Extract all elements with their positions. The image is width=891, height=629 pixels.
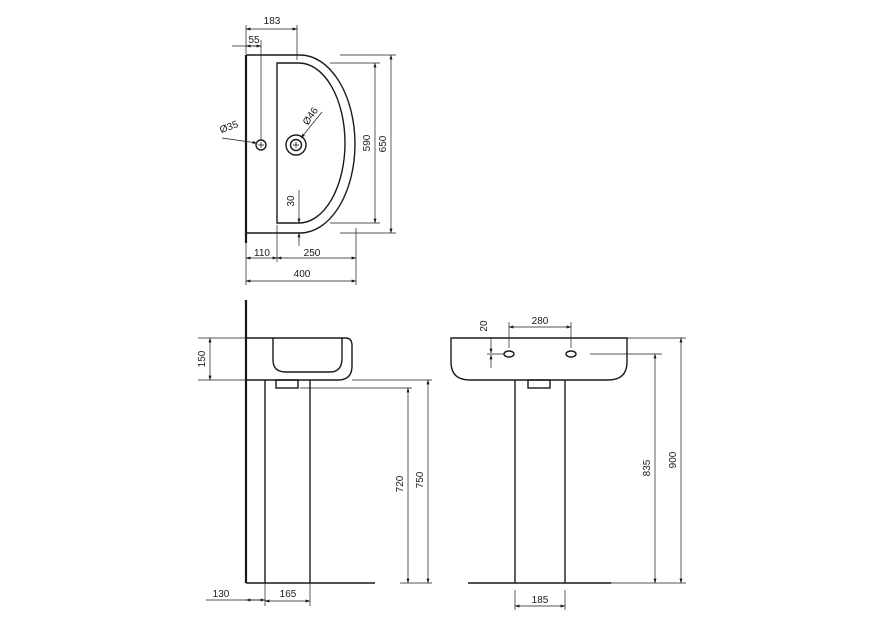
side-view: 150 720 750 130 165 (197, 300, 432, 606)
dim-280: 280 (532, 316, 549, 327)
basin-outer-outline (246, 54, 356, 234)
top-view: 183 55 Ø35 Ø46 590 650 30 110 250 (218, 16, 396, 285)
dim-590: 590 (362, 134, 373, 151)
dim-900: 900 (668, 451, 679, 468)
dim-20: 20 (479, 320, 490, 332)
front-tap-hole-left (503, 350, 515, 358)
side-trap (275, 379, 299, 389)
dim-150: 150 (197, 350, 208, 367)
side-basin-bowl (272, 338, 343, 373)
dim-183: 183 (264, 16, 281, 27)
drain-outer (285, 134, 307, 156)
dim-55: 55 (248, 35, 260, 46)
front-basin-outline (450, 337, 628, 381)
dim-30: 30 (286, 195, 297, 207)
dim-250: 250 (304, 248, 321, 259)
dim-165: 165 (280, 589, 297, 600)
dim-720: 720 (395, 475, 406, 492)
dim-835: 835 (642, 459, 653, 476)
dim-650: 650 (378, 135, 389, 152)
dim-185: 185 (532, 595, 549, 606)
dim-750: 750 (415, 471, 426, 488)
dim-110: 110 (254, 248, 270, 259)
dim-130: 130 (213, 589, 230, 600)
basin-inner-outline (276, 62, 346, 224)
front-trap (527, 379, 551, 389)
front-view: 20 280 835 900 185 (450, 316, 686, 610)
side-basin-outer (246, 337, 353, 381)
front-tap-hole-right (565, 350, 577, 358)
dim-400: 400 (294, 269, 311, 280)
dim-dia35: Ø35 (218, 119, 240, 136)
drain-inner (289, 138, 303, 152)
